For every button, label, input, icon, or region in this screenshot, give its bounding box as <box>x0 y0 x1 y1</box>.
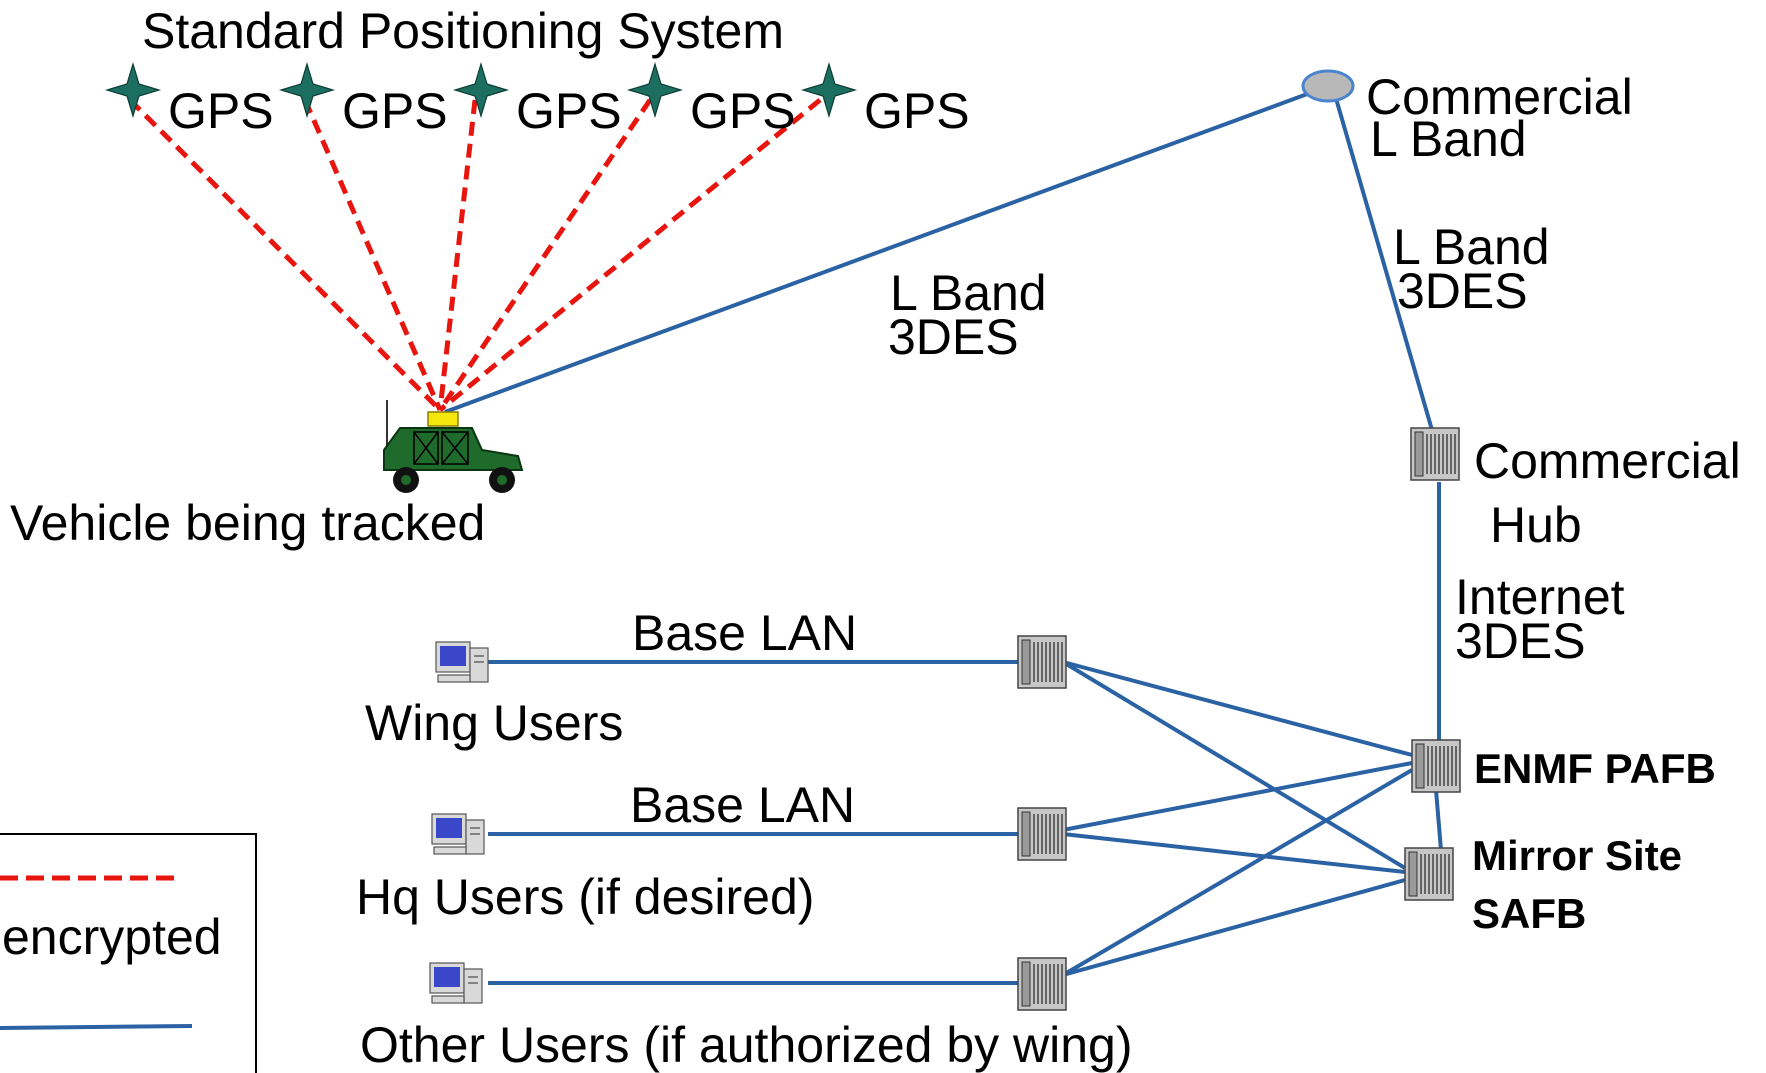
commercial-hub-server-icon <box>1410 427 1460 481</box>
gps-signal-lines <box>128 98 822 412</box>
gps-ray-4 <box>437 98 653 412</box>
satellite-star-icon <box>106 63 160 117</box>
mirror-line1: Mirror Site <box>1472 832 1682 879</box>
gps-ray-2 <box>302 99 443 411</box>
satellite-star-icon <box>280 63 334 117</box>
commercial-lband-line2: L Band <box>1370 111 1527 167</box>
link-enmf-mirror <box>1434 789 1443 851</box>
wing-lan-server-icon <box>1017 635 1067 689</box>
link-satellite-hub <box>1333 94 1434 431</box>
gps-title: Standard Positioning System <box>142 3 784 59</box>
other-users-label: Other Users (if authorized by wing) <box>360 1017 1133 1073</box>
hub-link-label-1: L Band <box>1393 219 1550 275</box>
mirror-line2: SAFB <box>1472 890 1586 937</box>
link-wing-enmf <box>1062 660 1413 757</box>
other-computer-icon <box>429 962 483 1004</box>
network-links <box>444 88 1443 985</box>
vehicle-label: Vehicle being tracked <box>10 495 485 551</box>
gps-label-1: GPS <box>168 83 274 139</box>
commercial-lband-line1: Commercial <box>1366 69 1633 125</box>
link-hq-mirror <box>1062 832 1406 874</box>
gps-label-3: GPS <box>516 83 622 139</box>
hq-users-label: Hq Users (if desired) <box>356 869 814 925</box>
other-lan-server-icon <box>1017 957 1067 1011</box>
commercial-hub-line2: Hub <box>1490 497 1582 553</box>
link-vehicle-satellite <box>444 88 1319 414</box>
link-other-enmf <box>1061 768 1414 977</box>
hq-lan-label: Base LAN <box>630 777 855 833</box>
legend-encrypted-label: encrypted <box>2 909 222 965</box>
gps-ray-3 <box>437 99 478 411</box>
link-wing-mirror <box>1061 660 1407 870</box>
enmf-server-icon <box>1411 739 1461 793</box>
gps-label-2: GPS <box>342 83 448 139</box>
gps-ray-1 <box>128 98 442 412</box>
wing-users-label: Wing Users <box>365 695 623 751</box>
satellite-dish-icon <box>1301 69 1355 103</box>
vehicle-link-label-2: 3DES <box>888 309 1019 365</box>
link-hq-enmf <box>1062 761 1413 832</box>
satellite-star-icon <box>628 63 682 117</box>
gps-ray-5 <box>438 98 822 412</box>
internet-link-label-2: 3DES <box>1455 613 1586 669</box>
gps-label-5: GPS <box>864 83 970 139</box>
commercial-hub-line1: Commercial <box>1474 433 1741 489</box>
legend-blue-swatch <box>0 1024 193 1030</box>
link-other-mirror <box>1062 878 1406 977</box>
legend: encrypted <box>0 833 257 1073</box>
hq-computer-icon <box>431 813 485 855</box>
hub-link-label-2: 3DES <box>1397 263 1528 319</box>
humvee-icon <box>383 400 524 493</box>
satellite-star-icon <box>454 63 508 117</box>
mirror-server-icon <box>1404 847 1454 901</box>
internet-link-label-1: Internet <box>1455 569 1625 625</box>
hq-lan-server-icon <box>1017 807 1067 861</box>
gps-label-4: GPS <box>690 83 796 139</box>
vehicle-link-label-1: L Band <box>890 265 1047 321</box>
wing-lan-label: Base LAN <box>632 605 857 661</box>
enmf-label: ENMF PAFB <box>1474 745 1716 792</box>
wing-computer-icon <box>435 641 489 683</box>
